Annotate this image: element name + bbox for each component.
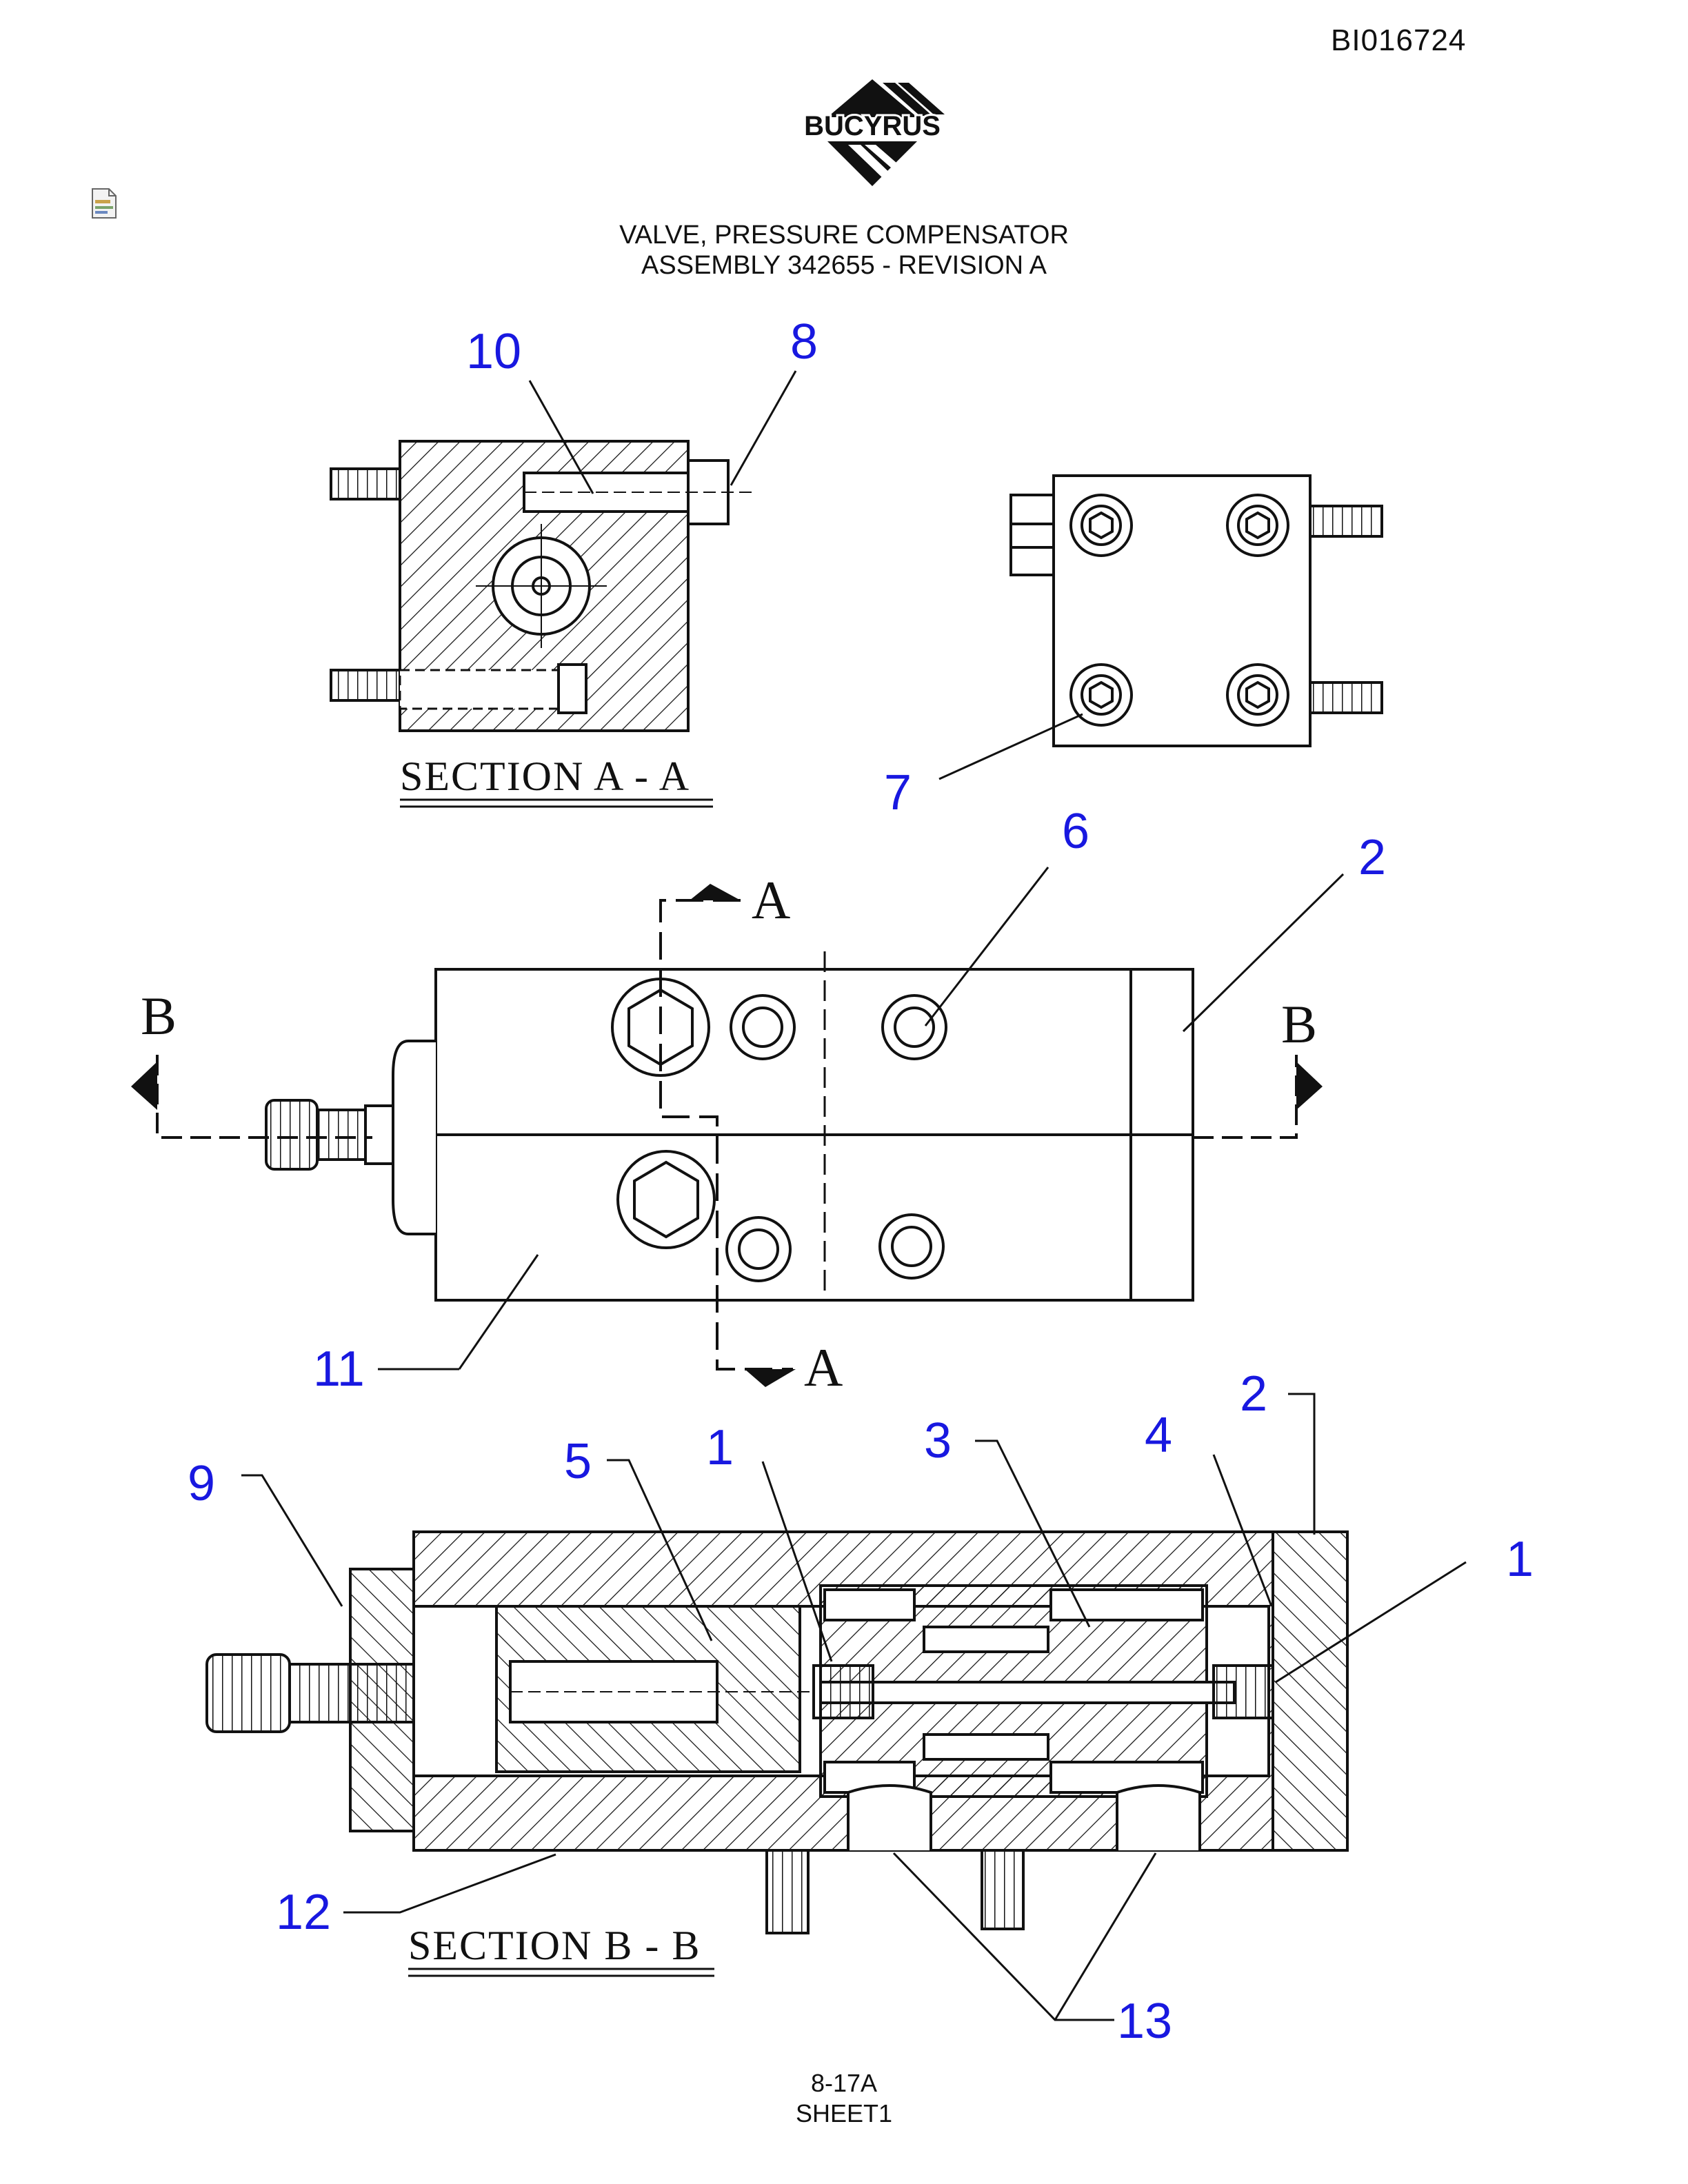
callout-10: 10 [466, 324, 521, 379]
callout-11: 11 [313, 1342, 365, 1397]
callout-7: 7 [884, 765, 912, 820]
section-aa-view [330, 440, 752, 732]
callout-6: 6 [1062, 804, 1089, 859]
bucyrus-logo: BUCYRUS [779, 76, 965, 186]
logo-wordmark: BUCYRUS [804, 111, 941, 141]
top-view [131, 884, 1323, 1387]
callout-1-right: 1 [1506, 1532, 1534, 1587]
callout-1-left: 1 [706, 1420, 734, 1475]
callout-4: 4 [1145, 1408, 1172, 1463]
section-aa-title: SECTION A - A [400, 754, 690, 799]
callout-13: 13 [1117, 1994, 1172, 2049]
callout-9: 9 [188, 1456, 215, 1511]
page-number: 8-17A [810, 2069, 878, 2097]
end-view [1009, 474, 1383, 747]
sheet-label: SHEET1 [795, 2099, 893, 2127]
section-bb-title: SECTION B - B [408, 1923, 701, 1968]
document-icon[interactable] [90, 188, 119, 219]
section-bb-view [205, 1530, 1349, 1934]
cut-label-b-left: B [141, 986, 177, 1046]
callout-3: 3 [924, 1413, 952, 1468]
callout-8: 8 [790, 314, 818, 370]
cut-label-b-right: B [1281, 994, 1317, 1054]
cut-label-a-bottom: A [804, 1337, 843, 1397]
callout-5: 5 [564, 1434, 592, 1489]
cut-label-a-top: A [752, 870, 790, 930]
drawing-title-line2: ASSEMBLY 342655 - REVISION A [641, 251, 1047, 280]
drawing-title-line1: VALVE, PRESSURE COMPENSATOR [619, 221, 1069, 250]
callout-2-bottom: 2 [1240, 1366, 1267, 1422]
callout-2-top: 2 [1358, 830, 1386, 885]
leader-lines [241, 370, 1467, 2021]
document-id: BI016724 [1331, 23, 1467, 57]
callout-12: 12 [276, 1885, 331, 1940]
